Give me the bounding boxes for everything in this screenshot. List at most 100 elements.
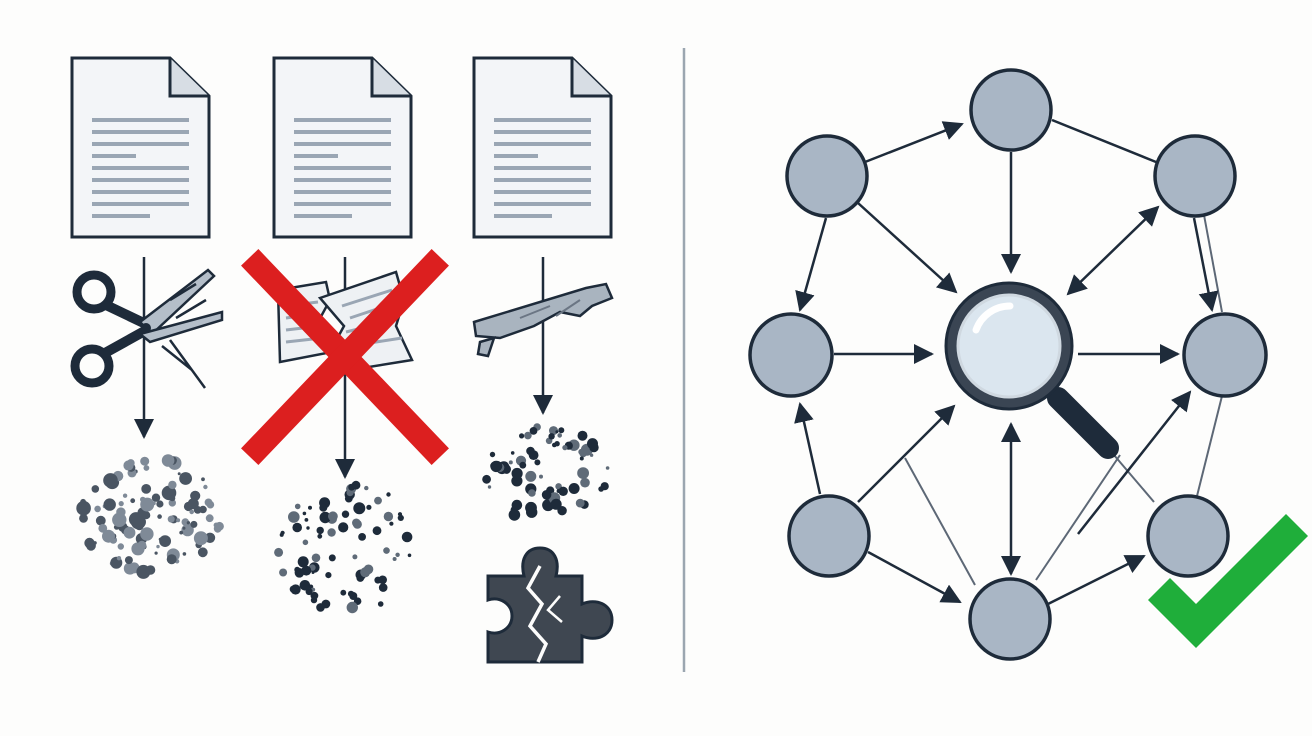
scatter-dot xyxy=(143,465,150,471)
scatter-dot xyxy=(311,553,321,563)
right-panel xyxy=(748,68,1308,661)
scatter-dot xyxy=(578,448,585,455)
scatter-dot xyxy=(524,431,532,440)
scatter-dot xyxy=(487,485,492,489)
scatter-dot xyxy=(206,500,215,509)
scatter-dot xyxy=(288,511,300,523)
scatter-dot xyxy=(352,518,361,528)
edge-arrow xyxy=(857,202,958,294)
scatter-dot xyxy=(176,518,181,523)
thin-connector xyxy=(1203,214,1223,313)
scatter-dot xyxy=(519,461,527,469)
edge-arrow xyxy=(795,217,828,312)
scatter-dot xyxy=(539,474,543,479)
scatter-dot xyxy=(605,466,610,470)
scatter-dot xyxy=(562,445,568,451)
scatter-dot xyxy=(555,430,559,434)
graph-node-lower-right xyxy=(1146,494,1230,578)
scatter-dot xyxy=(317,533,323,539)
edge-arrow xyxy=(1047,554,1146,606)
scatter-dot xyxy=(95,515,106,526)
scatter-dot xyxy=(541,490,552,500)
scatter-dot xyxy=(575,498,585,508)
scatter-dot xyxy=(511,467,523,480)
scatter-dot xyxy=(316,526,324,535)
scatter-dot xyxy=(79,514,88,523)
scatter-dot xyxy=(528,450,539,460)
thin-connector xyxy=(1107,447,1155,503)
scatter-dot xyxy=(186,521,191,525)
graph-node-bottom xyxy=(968,577,1052,661)
scatter-dot xyxy=(316,603,325,612)
scatter-dot xyxy=(102,529,115,543)
green-check-icon xyxy=(1148,514,1308,648)
scatter-dot xyxy=(511,499,523,511)
scatter-dot xyxy=(397,514,404,522)
scatter-dot xyxy=(205,514,214,523)
scatter-dot xyxy=(401,531,413,543)
scatter-dot xyxy=(140,527,154,541)
broken-puzzle-icon xyxy=(486,546,614,664)
scatter-dot xyxy=(407,553,412,558)
scatter-dot xyxy=(556,489,561,493)
scatter-dot xyxy=(156,544,160,549)
scatter-dot xyxy=(554,441,560,447)
scatter-dot xyxy=(589,453,594,457)
scatter-dot xyxy=(568,483,580,494)
scatter-dot xyxy=(328,511,338,522)
scatter-dot xyxy=(395,552,400,557)
scatter-dot xyxy=(525,501,537,514)
scatter-dot xyxy=(360,567,371,578)
scatter-dot xyxy=(372,526,382,536)
scatter-dot xyxy=(351,480,361,490)
scatter-dot xyxy=(550,498,562,510)
scatter-dot xyxy=(168,480,177,490)
scatter-dot xyxy=(201,477,205,482)
scatter-dot xyxy=(122,493,128,498)
scatter-dot xyxy=(124,556,133,565)
scatter-dot xyxy=(151,501,156,506)
scatter-dot xyxy=(366,504,372,510)
scatter-dot xyxy=(341,510,350,518)
scatter-dot xyxy=(328,554,336,562)
scatter-dot xyxy=(374,576,382,584)
scattered-dots-icon xyxy=(274,480,413,614)
scatter-dot xyxy=(279,532,284,537)
scatter-dot xyxy=(311,571,315,574)
scatter-dot xyxy=(319,503,328,512)
scatter-dot xyxy=(123,562,136,575)
scatter-dot xyxy=(340,589,347,596)
scatter-dot xyxy=(166,554,177,565)
edge-arrow xyxy=(864,121,964,164)
scatter-dot xyxy=(93,541,97,545)
scatter-dot xyxy=(364,485,369,491)
scatter-dot xyxy=(159,535,172,547)
scatter-dot xyxy=(310,591,319,600)
scattered-dots-icon xyxy=(482,423,610,521)
scatter-dot xyxy=(549,426,558,436)
scatter-dot xyxy=(525,470,537,482)
scatter-dot xyxy=(353,502,366,515)
scatter-dot xyxy=(112,512,127,527)
scatter-dot xyxy=(151,493,161,502)
scatter-dot xyxy=(548,433,555,440)
scatter-dot xyxy=(534,459,541,466)
scatter-dot xyxy=(103,473,118,488)
scatter-dot xyxy=(577,467,589,479)
scatter-dot xyxy=(203,484,208,490)
scatter-dot xyxy=(557,433,562,438)
scatter-dot xyxy=(529,427,538,435)
scatter-dot xyxy=(346,601,358,614)
scatter-dot xyxy=(123,460,134,471)
scatter-dot xyxy=(389,521,394,526)
scatter-dot xyxy=(290,584,301,595)
scatter-dot xyxy=(179,530,184,535)
scatter-dot xyxy=(189,509,194,515)
scatter-dot xyxy=(294,568,305,578)
scatter-dot xyxy=(297,556,309,568)
graph-node-upper-right xyxy=(1153,134,1237,218)
scatter-dot xyxy=(577,430,588,441)
edge-arrow xyxy=(1066,205,1160,296)
scatter-dot xyxy=(118,501,124,507)
